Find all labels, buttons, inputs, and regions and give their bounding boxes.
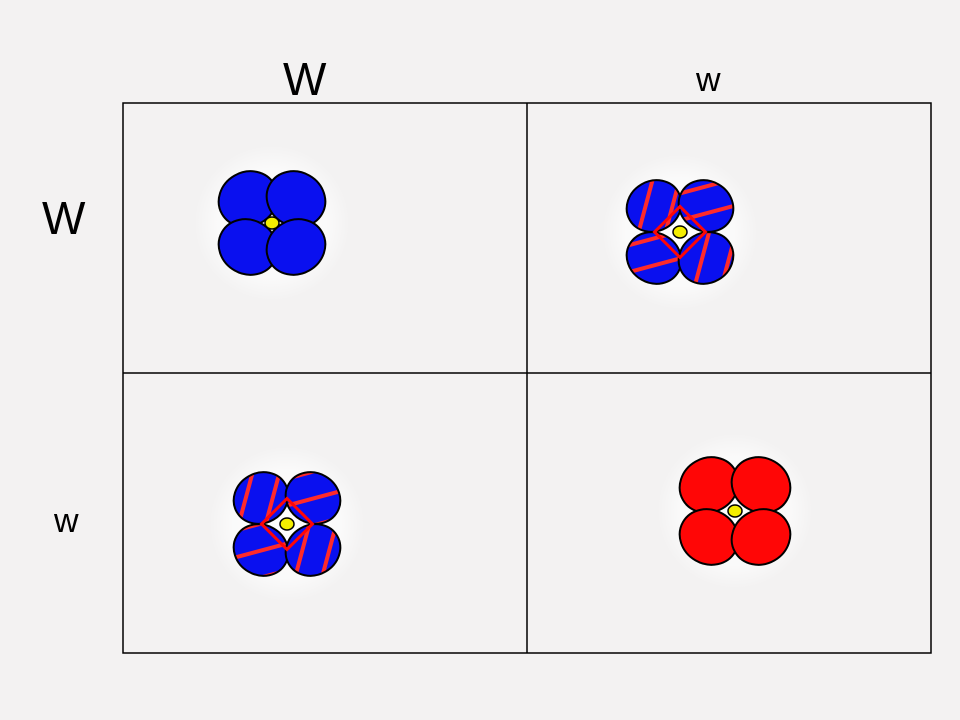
flower-petal bbox=[730, 508, 792, 566]
row-allele-dominant: W bbox=[42, 192, 86, 244]
flower-center-diamond bbox=[259, 496, 315, 552]
phenotype-flowers bbox=[194, 145, 813, 602]
flower-center bbox=[279, 517, 295, 531]
column-allele-dominant: W bbox=[283, 53, 327, 105]
striped-flower-icon bbox=[602, 154, 758, 310]
flower-center bbox=[672, 225, 688, 239]
striped-flower-icon bbox=[209, 446, 365, 602]
flower-petal bbox=[265, 218, 327, 276]
flower-petal bbox=[265, 170, 327, 228]
flower-center-diamond bbox=[652, 204, 708, 260]
column-allele-recessive: w bbox=[696, 61, 721, 99]
blue-flower-icon bbox=[194, 145, 350, 301]
flower-center bbox=[264, 216, 280, 230]
red-flower-icon bbox=[657, 433, 813, 589]
flower-center bbox=[727, 504, 743, 518]
flower-petal bbox=[730, 456, 792, 514]
row-allele-recessive: w bbox=[54, 502, 79, 540]
